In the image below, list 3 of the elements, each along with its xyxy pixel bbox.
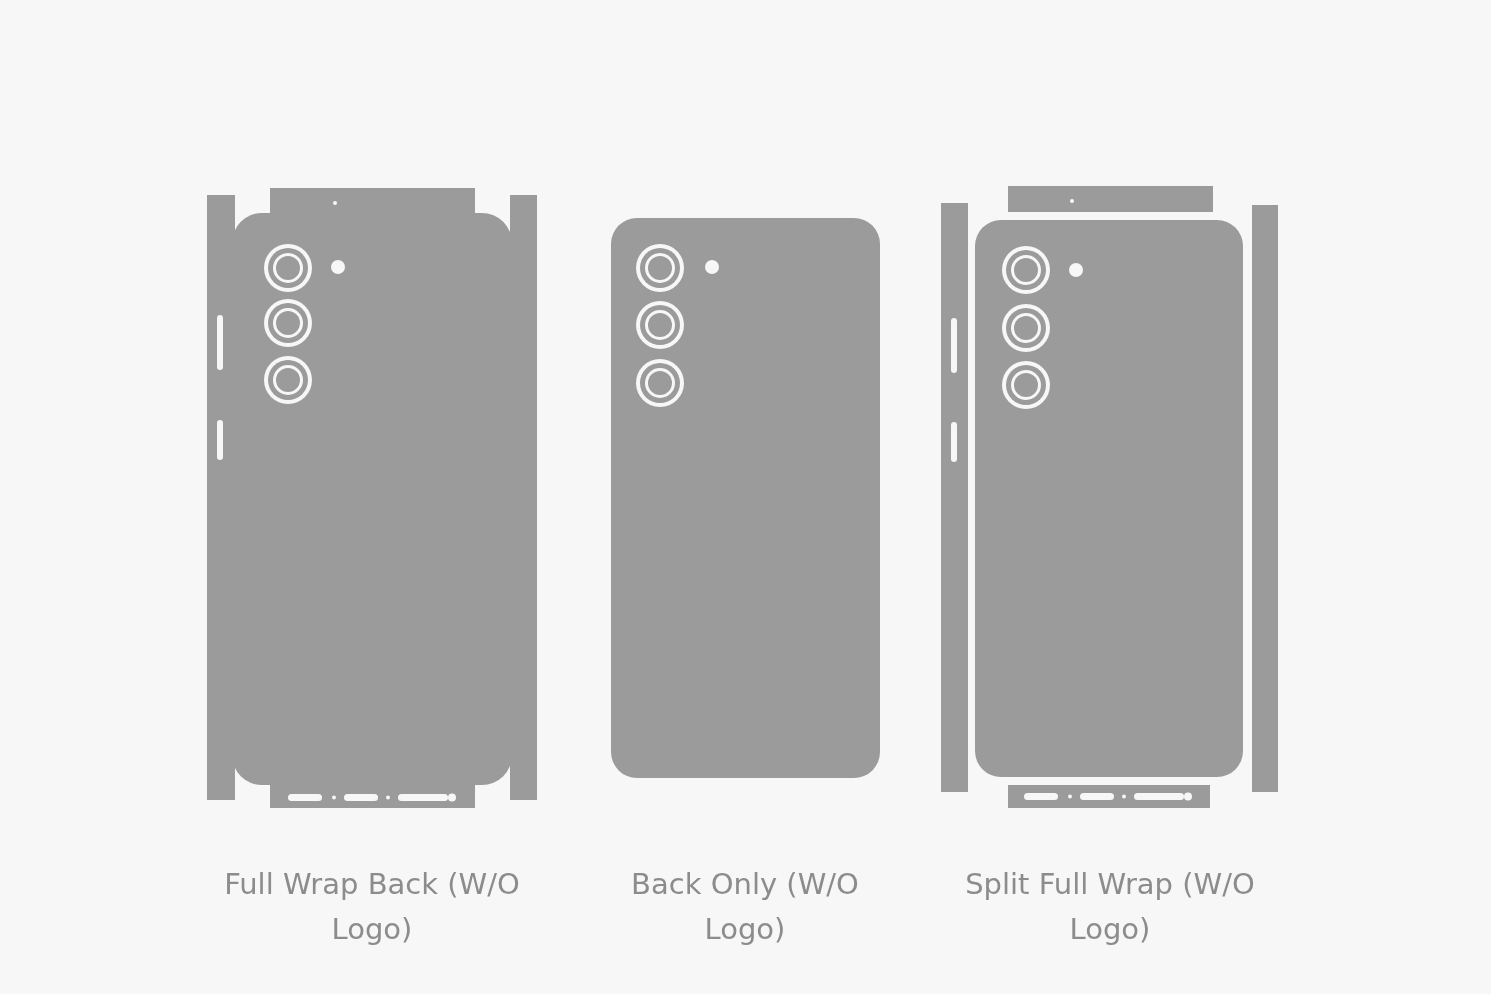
skin-caption: Full Wrap Back (W/O Logo) [223, 866, 521, 948]
skin-caption: Split Full Wrap (W/O Logo) [964, 866, 1256, 948]
skin-caption: Back Only (W/O Logo) [630, 866, 860, 948]
